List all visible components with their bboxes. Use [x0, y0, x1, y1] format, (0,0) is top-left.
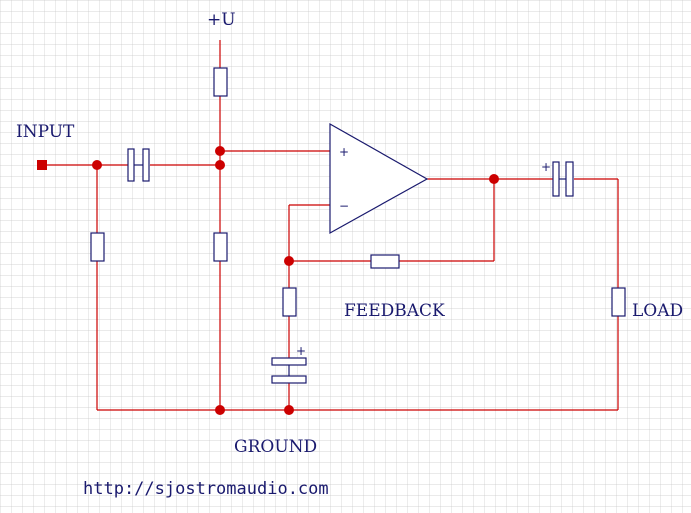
junction-dot	[215, 146, 225, 156]
feedback-ground-resistor	[282, 287, 297, 317]
load-label: LOAD	[632, 301, 683, 321]
wires	[42, 40, 619, 411]
lower-bias-resistor	[213, 232, 228, 262]
input-capacitor	[127, 148, 150, 182]
input-bias-resistor	[90, 232, 105, 262]
junction-dots	[92, 146, 499, 415]
feedback-resistor	[370, 254, 400, 269]
junction-dot	[92, 160, 102, 170]
junction-dot	[215, 405, 225, 415]
junction-dot	[489, 174, 499, 184]
input-label: INPUT	[16, 122, 75, 142]
feedback-label: FEEDBACK	[344, 301, 445, 321]
opamp-minus-sign: −	[339, 199, 349, 213]
load-resistor	[611, 287, 626, 317]
junction-dot	[284, 405, 294, 415]
feedback-capacitor: +	[271, 344, 307, 384]
junction-dot	[284, 256, 294, 266]
input-terminal	[37, 160, 47, 170]
opamp-plus-sign: +	[339, 145, 349, 159]
supply-resistor	[213, 67, 228, 97]
junction-dot	[215, 160, 225, 170]
ground-label: GROUND	[234, 437, 317, 457]
opamp: + −	[329, 122, 429, 235]
output-capacitor-plus: +	[541, 160, 551, 174]
website-url: http://sjostromaudio.com	[83, 479, 329, 499]
supply-label: +U	[207, 10, 236, 30]
feedback-capacitor-plus: +	[296, 344, 306, 358]
output-capacitor: +	[541, 160, 574, 197]
